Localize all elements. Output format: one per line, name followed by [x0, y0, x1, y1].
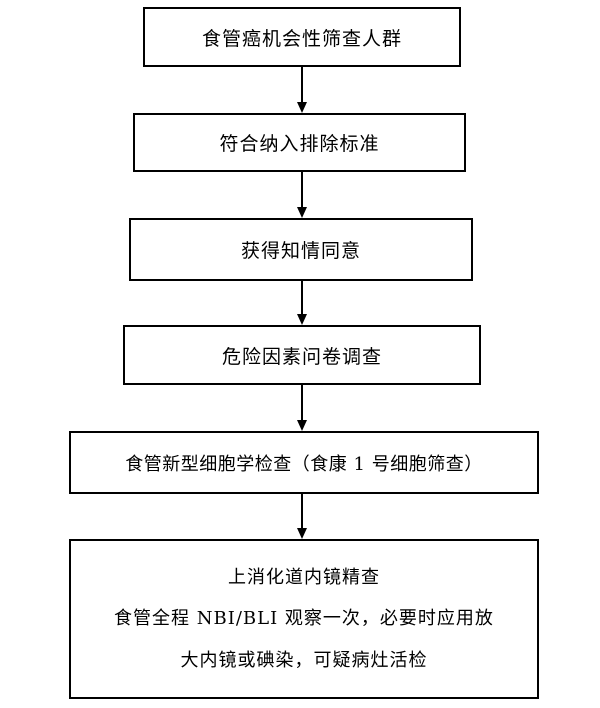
- final-step-line-3: 大内镜或碘染，可疑病灶活检: [180, 649, 428, 671]
- step-inclusion-exclusion-criteria: 符合纳入排除标准: [133, 113, 466, 172]
- step-upper-gi-endoscopy: 上消化道内镜精查 食管全程 NBI/BLI 观察一次，必要时应用放 大内镜或碘染…: [69, 539, 539, 699]
- step-informed-consent: 获得知情同意: [129, 218, 473, 281]
- step-label: 危险因素问卷调查: [221, 345, 382, 368]
- step-risk-factor-questionnaire: 危险因素问卷调查: [123, 325, 481, 385]
- final-step-line-2: 食管全程 NBI/BLI 观察一次，必要时应用放: [114, 608, 494, 630]
- step-opportunistic-screening-population: 食管癌机会性筛查人群: [143, 7, 461, 67]
- step-novel-cytology-test: 食管新型细胞学检查（食康 1 号细胞筛查）: [69, 431, 539, 494]
- arrowhead-5: [297, 528, 307, 539]
- arrowhead-1: [297, 102, 307, 113]
- step-label: 食管癌机会性筛查人群: [201, 27, 402, 50]
- arrowhead-4: [297, 420, 307, 431]
- final-step-line-1: 上消化道内镜精查: [228, 566, 380, 588]
- step-label: 符合纳入排除标准: [219, 133, 380, 155]
- arrowhead-2: [297, 207, 307, 218]
- step-label: 食管新型细胞学检查（食康 1 号细胞筛查）: [125, 453, 483, 475]
- arrowhead-3: [297, 314, 307, 325]
- step-label: 获得知情同意: [240, 240, 361, 262]
